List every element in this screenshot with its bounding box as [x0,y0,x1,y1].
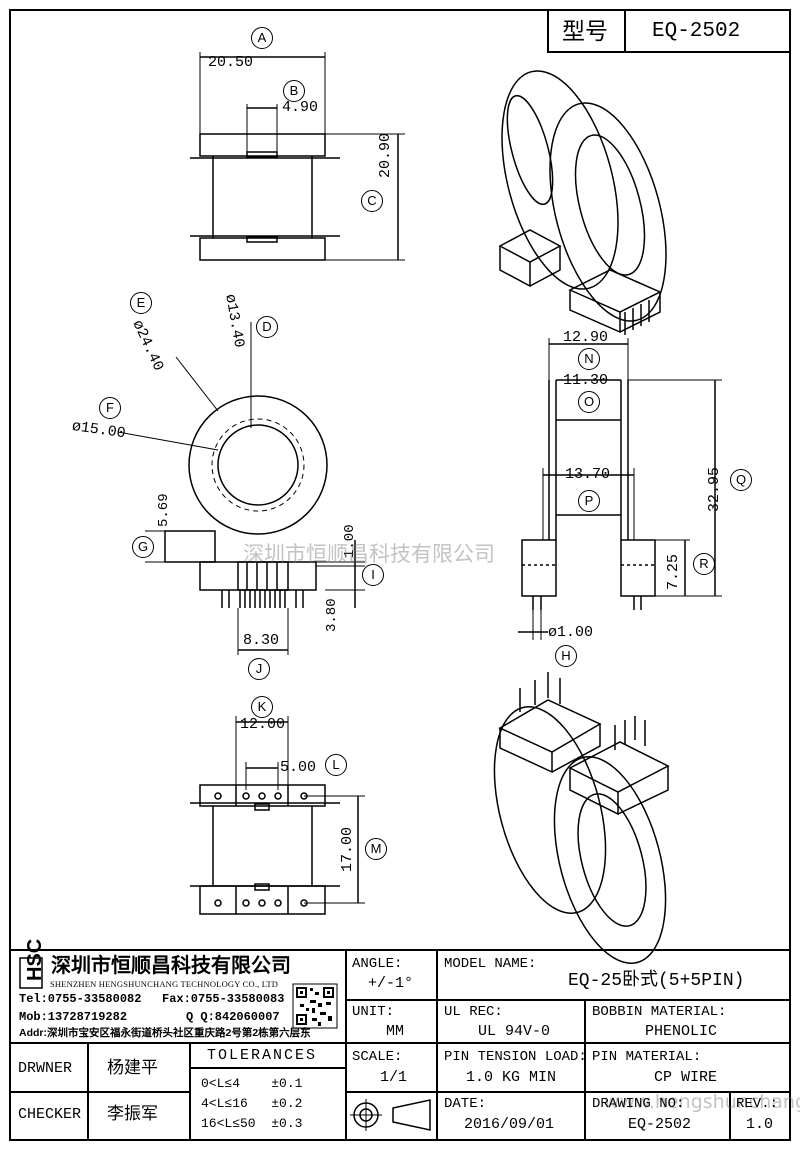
front-view [117,322,365,655]
top-view [190,52,405,261]
model-header-box [547,9,791,53]
dim-o-value: 11.30 [563,372,609,389]
projection-symbol-icon [350,1099,431,1131]
tolerances-label: TOLERANCES [207,1047,318,1064]
company-mob: Mob:13728719282 [19,1010,128,1024]
callout-a: A [251,27,273,49]
dim-q-value: 32.95 [706,466,723,512]
unit-value: MM [386,1023,405,1040]
company-logo: HSC [19,939,46,989]
dim-g-value: 5.69 [156,493,172,527]
callout-f: F [99,397,121,419]
company-address: Addr:深圳市宝安区福永街道桥头社区重庆路2号第2栋第六层东 [19,1027,311,1039]
dim-k-value: 12.00 [240,716,286,733]
callout-g: G [132,536,154,558]
callout-d: D [256,316,278,338]
dim-b-value: 4.90 [282,99,319,116]
pin-tension-label: PIN TENSION LOAD: [444,1049,587,1065]
checker-label: CHECKER [18,1106,82,1123]
qr-code-icon [292,983,338,1029]
callout-e: E [130,292,152,314]
pin-material-label: PIN MATERIAL: [592,1049,702,1065]
company-name-en: SHENZHEN HENGSHUNCHANG TECHNOLOGY CO., L… [50,979,279,989]
dim-c-value: 20.90 [377,132,394,178]
model-name-value: EQ-25卧式(5+5PIN) [568,971,745,991]
callout-n: N [578,348,600,370]
bottom-view [190,716,365,915]
callout-k: K [251,696,273,718]
drawing-no-value: EQ-2502 [628,1116,692,1133]
callout-c: C [361,190,383,212]
scale-label: SCALE: [352,1049,403,1065]
dim-i2-value: 3.80 [324,598,340,632]
watermark-company: 深圳市恒顺昌科技有限公司 [243,542,495,566]
rev-value: 1.0 [746,1116,774,1133]
ul-rec-value: UL 94V-0 [478,1023,551,1040]
company-name-cn: 深圳市恒顺昌科技有限公司 [51,955,291,977]
tolerance-row-2: 4<L≤16 ±0.2 [201,1096,303,1111]
callout-b: B [283,80,305,102]
callout-j: J [248,658,270,680]
callout-q: Q [730,469,752,491]
dim-a-value: 20.50 [208,54,254,71]
date-value: 2016/09/01 [464,1116,555,1133]
unit-label: UNIT: [352,1004,395,1020]
outer-frame [9,9,791,1141]
dim-pin-value: ø1.00 [548,624,594,641]
model-number: EQ-2502 [652,20,741,43]
date-label: DATE: [444,1096,487,1112]
company-tel: Tel:0755-33580082 [19,992,142,1006]
callout-p: P [578,490,600,512]
angle-value: +/-1° [368,975,414,992]
bobbin-material-label: BOBBIN MATERIAL: [592,1004,727,1020]
checker-value: 李振军 [107,1104,158,1123]
company-qq: Q Q:842060007 [186,1010,280,1024]
pin-tension-value: 1.0 KG MIN [466,1069,557,1086]
callout-l: L [325,754,347,776]
dim-p-value: 13.70 [565,466,611,483]
angle-label: ANGLE: [352,956,403,972]
model-label: 型号 [562,18,608,44]
isometric-view-bottom [493,672,670,964]
callout-r: R [693,553,715,575]
dim-n-value: 12.90 [563,329,609,346]
ul-rec-label: UL REC: [444,1004,503,1020]
callout-h: H [555,645,577,667]
tolerance-row-1: 0<L≤4 ±0.1 [201,1076,303,1091]
company-fax: Fax:0755-33580083 [162,992,285,1006]
dim-j-value: 8.30 [243,632,280,649]
rev-label: REV.: [736,1096,779,1112]
isometric-view-top [498,70,667,335]
model-name-label: MODEL NAME: [444,956,537,972]
callout-o: O [578,391,600,413]
side-view [518,338,722,640]
watermark-url: www.hengshunchang.com [604,1091,800,1113]
drawer-value: 杨建平 [107,1058,158,1077]
pin-material-value: CP WIRE [654,1069,718,1086]
callout-i: I [362,564,384,586]
callout-m: M [365,838,387,860]
dim-l-value: 5.00 [280,759,317,776]
scale-value: 1/1 [380,1069,408,1086]
drawer-label: DRWNER [18,1060,73,1077]
drawing-no-label: DRAWING NO: [592,1096,685,1112]
title-block-grid [10,949,790,1140]
tolerance-row-3: 16<L≤50 ±0.3 [201,1116,303,1131]
bobbin-material-value: PHENOLIC [645,1023,718,1040]
dim-m-value: 17.00 [339,826,356,872]
svg-text:HSC: HSC [24,939,46,981]
dim-r-value: 7.25 [665,553,682,590]
